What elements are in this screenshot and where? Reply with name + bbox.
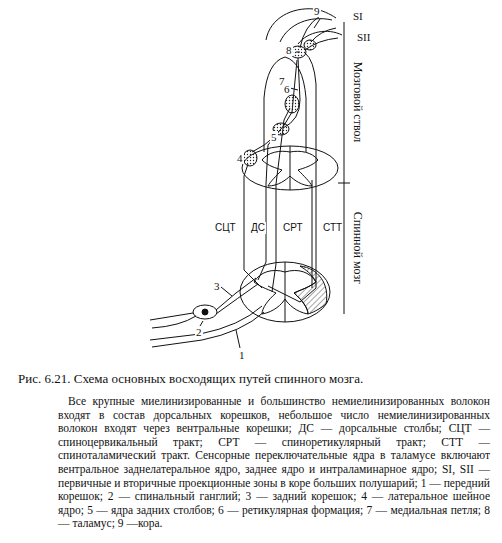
leader-line: [290, 88, 298, 90]
thalamocortical-fiber: [311, 28, 336, 42]
level-bracket: [344, 22, 345, 314]
pathway-illustration: [0, 0, 502, 370]
afferent-fiber: [150, 313, 193, 320]
figure-caption: Все крупные миелинизированные и большинс…: [58, 395, 490, 531]
ventral-root: [152, 312, 264, 347]
tract-label: ДС: [250, 222, 266, 234]
midline: [290, 146, 291, 190]
reticular-formation: [285, 95, 299, 113]
spinal-ganglion: [193, 305, 217, 319]
callout-number: 5: [270, 131, 278, 143]
callout-number: 6: [283, 83, 291, 95]
level-bracket: [338, 183, 350, 184]
level-label: Мозговой ствол: [352, 61, 364, 144]
cervical-cord-section: [242, 146, 338, 190]
callout-number: 4: [236, 152, 244, 164]
leader-line: [314, 19, 320, 28]
leader-line: [221, 287, 232, 296]
tract-label: СТТ: [322, 222, 343, 234]
afferent-fiber: [152, 316, 196, 328]
callout-number: 3: [213, 280, 221, 292]
spinothalamic-tract: [268, 53, 316, 302]
callout-number: 9: [313, 5, 321, 17]
level-label: Спинной мозг: [352, 211, 364, 285]
callout-number: SI: [352, 10, 364, 22]
thalamus-nucleus: [304, 40, 316, 50]
leader-line: [236, 330, 240, 348]
midline: [285, 262, 286, 322]
spinothalamic-tract: [312, 180, 313, 288]
dorsal-root: [216, 278, 256, 310]
lateral-cervical-nucleus: [243, 150, 257, 166]
ventral-horn-hatching: [294, 266, 327, 314]
callout-number: SII: [356, 31, 371, 43]
callout-number: 1: [238, 349, 246, 361]
ganglion-cell: [202, 309, 208, 315]
callout-number: 8: [285, 44, 293, 56]
cortex-outline: [266, 9, 314, 40]
thalamocortical-fiber: [305, 38, 338, 50]
callout-number: 2: [195, 326, 203, 338]
tract-label: СРТ: [282, 222, 304, 234]
tract-label: СЦТ: [214, 222, 237, 234]
figure-title: Рис. 6.21. Схема основных восходящих пут…: [18, 371, 488, 387]
brainstem-outline: [264, 57, 306, 152]
dorsal-column-fiber: [258, 130, 280, 280]
dorsal-root: [216, 284, 258, 314]
ventral-root: [150, 306, 262, 340]
